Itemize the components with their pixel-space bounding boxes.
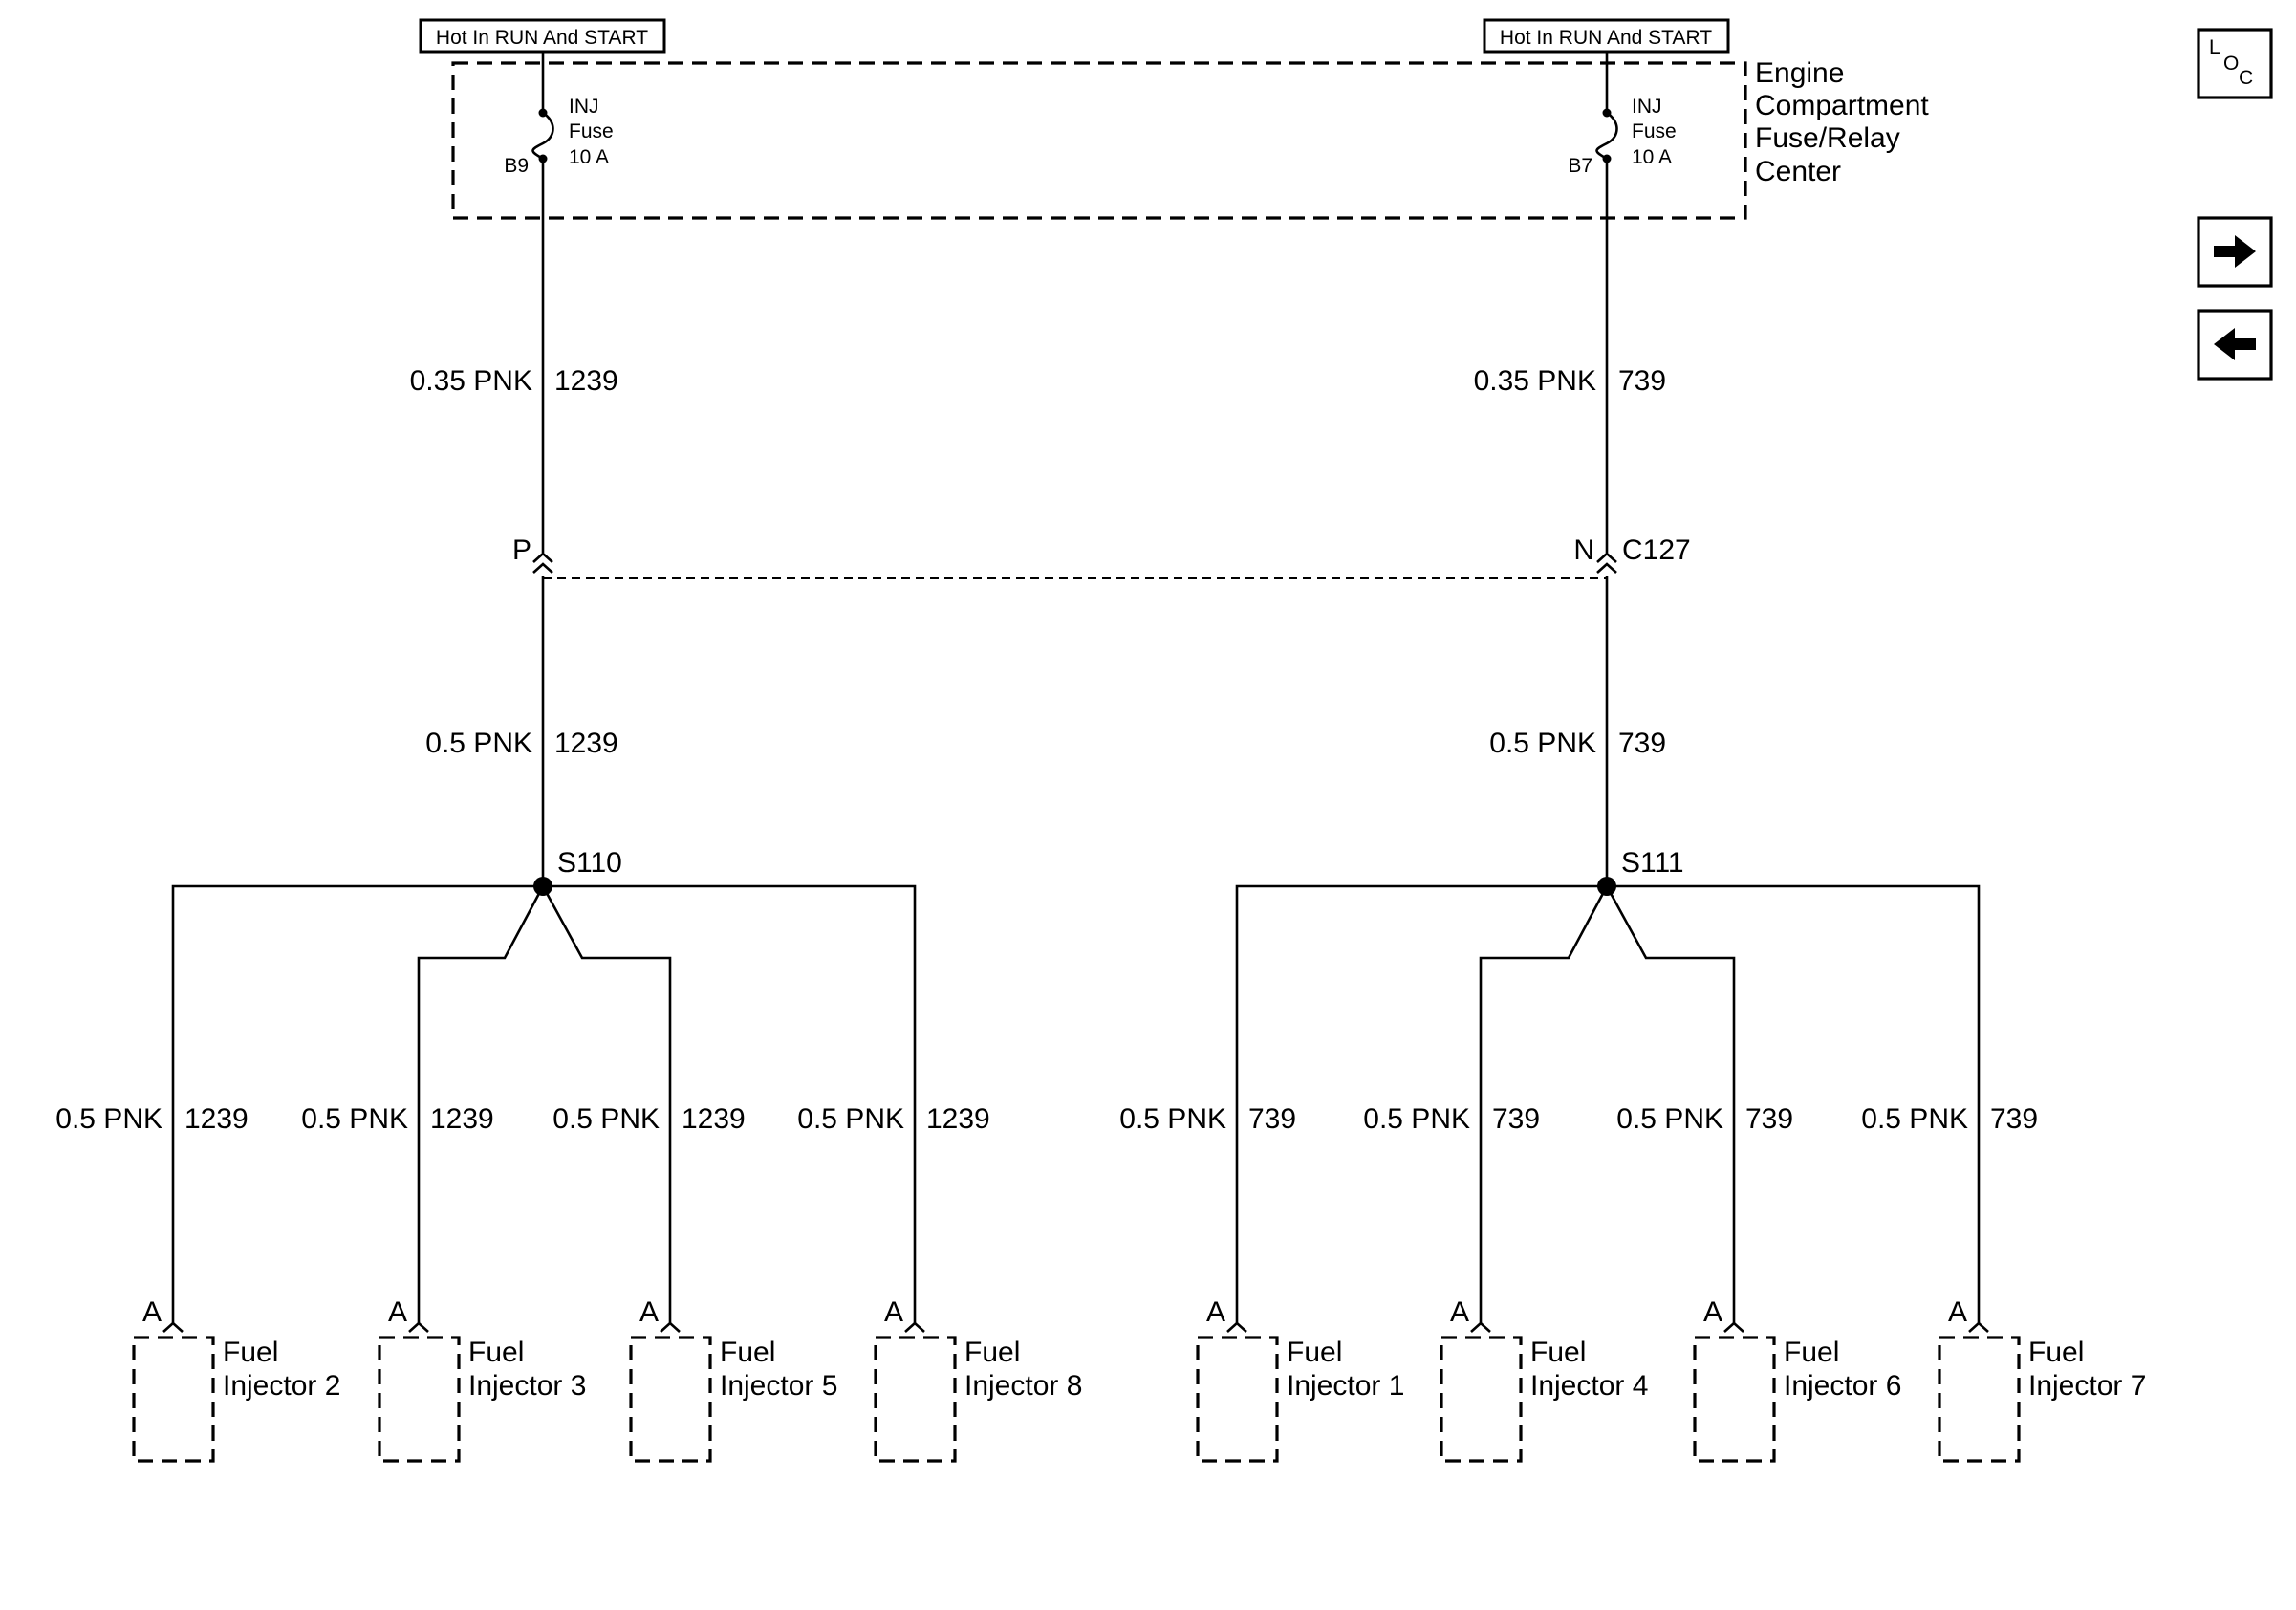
svg-text:Compartment: Compartment (1755, 90, 1929, 121)
svg-text:0.5 PNK: 0.5 PNK (1616, 1103, 1723, 1135)
next-page-button[interactable] (2197, 216, 2273, 288)
wire-label-mid-left-circuit: 1239 (554, 728, 618, 759)
svg-text:Injector 1: Injector 1 (1287, 1370, 1404, 1402)
svg-text:Fuse: Fuse (569, 120, 614, 142)
svg-text:10 A: 10 A (1632, 146, 1672, 168)
svg-text:A: A (388, 1296, 407, 1328)
wire-label-mid-right-gauge: 0.5 PNK (1489, 728, 1596, 759)
terminal-b7: B7 (1568, 155, 1592, 177)
connector-c127: P N C127 (512, 534, 1691, 579)
svg-text:A: A (884, 1296, 903, 1328)
svg-text:Injector 3: Injector 3 (468, 1370, 586, 1402)
svg-text:Injector 7: Injector 7 (2028, 1370, 2146, 1402)
wire-label-upper-right-gauge: 0.35 PNK (1474, 365, 1596, 397)
splice-s110-label: S110 (557, 847, 622, 879)
connector-pin-p: P (512, 534, 531, 566)
right-arrow-icon (2214, 235, 2256, 268)
svg-text:A: A (1450, 1296, 1469, 1328)
fuel-injector-1: A Fuel Injector 1 (1196, 1296, 1404, 1463)
svg-text:Engine: Engine (1755, 57, 1844, 89)
svg-text:0.5 PNK: 0.5 PNK (797, 1103, 904, 1135)
svg-text:10 A: 10 A (569, 146, 609, 168)
svg-text:L: L (2209, 36, 2220, 58)
hot-label-left: Hot In RUN And START (419, 18, 666, 54)
svg-text:O: O (2223, 53, 2239, 75)
svg-text:Injector 4: Injector 4 (1530, 1370, 1648, 1402)
svg-text:Fuel: Fuel (468, 1337, 524, 1368)
svg-text:Fuel: Fuel (1784, 1337, 1839, 1368)
branch-labels: 0.5 PNK 1239 0.5 PNK 1239 0.5 PNK 1239 0… (55, 1103, 2038, 1135)
svg-text:1239: 1239 (184, 1103, 249, 1135)
svg-text:Injector 6: Injector 6 (1784, 1370, 1901, 1402)
svg-text:A: A (1206, 1296, 1225, 1328)
svg-text:A: A (142, 1296, 162, 1328)
fuse-relay-center-box (451, 61, 1747, 220)
svg-text:C: C (2239, 67, 2253, 89)
svg-text:INJ: INJ (569, 96, 599, 118)
svg-text:739: 739 (1248, 1103, 1296, 1135)
svg-text:0.5 PNK: 0.5 PNK (1363, 1103, 1470, 1135)
splice-s111-label: S111 (1621, 847, 1684, 879)
svg-text:Injector 5: Injector 5 (720, 1370, 837, 1402)
wire-label-upper-left-gauge: 0.35 PNK (410, 365, 532, 397)
svg-text:0.5 PNK: 0.5 PNK (552, 1103, 660, 1135)
connector-pin-n: N (1573, 534, 1594, 566)
fuel-injector-7: A Fuel Injector 7 (1938, 1296, 2146, 1463)
svg-text:0.5 PNK: 0.5 PNK (1119, 1103, 1226, 1135)
splice-s110: S110 (171, 847, 917, 1324)
fuel-injector-3: A Fuel Injector 3 (378, 1296, 586, 1463)
svg-text:Fuel: Fuel (223, 1337, 278, 1368)
svg-text:739: 739 (1745, 1103, 1793, 1135)
hot-label-right-text: Hot In RUN And START (1500, 27, 1712, 49)
svg-text:Fuse/Relay: Fuse/Relay (1755, 122, 1900, 154)
svg-text:Fuel: Fuel (2028, 1337, 2084, 1368)
fuel-injector-4: A Fuel Injector 4 (1440, 1296, 1648, 1463)
svg-text:739: 739 (1990, 1103, 2038, 1135)
svg-text:Fuel: Fuel (720, 1337, 775, 1368)
loc-button[interactable]: L O C (2197, 28, 2273, 99)
wire-label-mid-left-gauge: 0.5 PNK (425, 728, 532, 759)
wire-label-upper-left-circuit: 1239 (554, 365, 618, 397)
svg-text:INJ: INJ (1632, 96, 1662, 118)
previous-page-button[interactable] (2197, 309, 2273, 381)
svg-text:1239: 1239 (430, 1103, 494, 1135)
connector-id: C127 (1622, 534, 1691, 566)
svg-text:Injector 2: Injector 2 (223, 1370, 340, 1402)
svg-text:A: A (639, 1296, 659, 1328)
fuse-relay-center-label: Engine Compartment Fuse/Relay Center (1755, 57, 1929, 187)
svg-text:1239: 1239 (926, 1103, 990, 1135)
fuse-right: INJ Fuse 10 A B7 (1568, 52, 1677, 177)
svg-text:Center: Center (1755, 156, 1841, 187)
terminal-b9: B9 (504, 155, 529, 177)
svg-text:A: A (1703, 1296, 1722, 1328)
wire-label-upper-right-circuit: 739 (1618, 365, 1666, 397)
svg-text:1239: 1239 (682, 1103, 746, 1135)
loc-icon: L O C (2209, 36, 2253, 89)
fuel-injector-6: A Fuel Injector 6 (1693, 1296, 1901, 1463)
svg-text:Fuel: Fuel (1287, 1337, 1342, 1368)
fuel-injector-2: A Fuel Injector 2 (132, 1296, 340, 1463)
fuse-left: INJ Fuse 10 A B9 (504, 52, 614, 177)
splice-s111: S111 (1235, 847, 1981, 1324)
svg-text:0.5 PNK: 0.5 PNK (301, 1103, 408, 1135)
svg-text:739: 739 (1492, 1103, 1540, 1135)
hot-label-left-text: Hot In RUN And START (436, 27, 648, 49)
hot-label-right: Hot In RUN And START (1483, 18, 1730, 54)
svg-text:A: A (1948, 1296, 1967, 1328)
svg-text:Fuel: Fuel (964, 1337, 1020, 1368)
svg-text:Fuse: Fuse (1632, 120, 1677, 142)
fuel-injector-8: A Fuel Injector 8 (874, 1296, 1082, 1463)
wire-label-mid-right-circuit: 739 (1618, 728, 1666, 759)
svg-text:Fuel: Fuel (1530, 1337, 1586, 1368)
fuel-injector-5: A Fuel Injector 5 (629, 1296, 837, 1463)
svg-text:0.5 PNK: 0.5 PNK (1861, 1103, 1968, 1135)
svg-text:Injector 8: Injector 8 (964, 1370, 1082, 1402)
left-arrow-icon (2214, 328, 2256, 360)
svg-text:0.5 PNK: 0.5 PNK (55, 1103, 162, 1135)
